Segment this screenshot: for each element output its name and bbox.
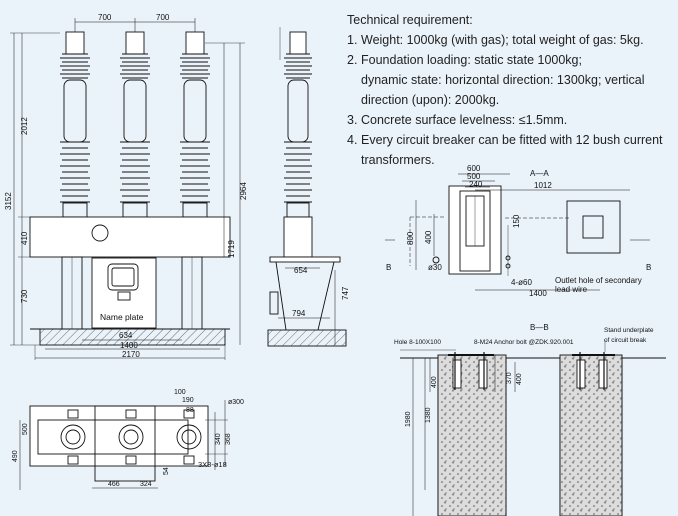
dim-plan-500: 500 xyxy=(22,423,29,435)
dim-plan-324: 324 xyxy=(140,481,152,488)
dim-width-634: 634 xyxy=(119,331,133,340)
dim-height-1719: 1719 xyxy=(227,240,236,258)
dim-plan-466: 466 xyxy=(108,481,120,488)
dim-aa-400: 400 xyxy=(424,230,433,244)
tech-item-2-line-2: dynamic state: horizontal direction: 130… xyxy=(361,73,645,87)
dim-height-right: 2964 xyxy=(239,182,248,200)
side-view xyxy=(267,27,347,347)
dim-side-794: 794 xyxy=(292,309,306,318)
dim-width-2170: 2170 xyxy=(122,350,140,359)
anchor-note: 8-M24 Anchor bolt @ZDK.920.001 xyxy=(474,339,574,346)
dim-plan-368: 368 xyxy=(225,433,232,445)
section-aa-b-left: B xyxy=(386,263,391,272)
dim-height-mid: 410 xyxy=(20,231,29,245)
outlet-note-line2: lead wire xyxy=(555,285,588,294)
dim-front-top-left: 700 xyxy=(98,13,112,22)
dim-front-top-right: 700 xyxy=(156,13,170,22)
plan-view xyxy=(19,400,228,490)
tech-item-2-line-3: direction (upon): 2000kg. xyxy=(361,93,500,107)
dim-plan-88: 88 xyxy=(186,407,194,414)
dim-width-1400: 1400 xyxy=(120,341,138,350)
section-aa-title: A—A xyxy=(530,169,549,178)
stand-note-line1: Stand underplate xyxy=(604,327,654,334)
front-view xyxy=(10,18,245,360)
tech-item-4: 4.Every circuit breaker can be fitted wi… xyxy=(347,133,663,147)
dim-bb-1980: 1980 xyxy=(405,411,412,427)
section-aa-b-right: B xyxy=(646,263,651,272)
dim-aa-150: 150 xyxy=(512,214,521,228)
dim-plan-300: ø300 xyxy=(228,399,244,406)
dim-height-upper: 2012 xyxy=(20,117,29,135)
dim-height-lower: 730 xyxy=(20,289,29,303)
outlet-note-line1: Outlet hole of secondary xyxy=(555,276,642,285)
dim-bb-1380: 1380 xyxy=(425,407,432,423)
stand-note-line2: of circuit break xyxy=(604,337,647,344)
dim-plan-holes: 3X8-ø18 xyxy=(198,460,227,469)
tech-item-4-line-2: transformers. xyxy=(361,153,435,167)
dim-aa-800: 800 xyxy=(406,231,415,245)
dim-plan-54: 54 xyxy=(163,467,170,475)
dim-height-total: 3152 xyxy=(4,192,13,210)
tech-item-2: 2.Foundation loading: static state 1000k… xyxy=(347,53,582,67)
dim-plan-490: 490 xyxy=(12,450,19,462)
dim-side-654: 654 xyxy=(294,266,308,275)
section-bb xyxy=(400,340,666,516)
dim-aa-1400: 1400 xyxy=(529,289,547,298)
dim-aa-60: 4-ø60 xyxy=(511,278,532,287)
hole-note: Hole 8-100X100 xyxy=(394,339,441,346)
dim-bb-400-left: 400 xyxy=(431,376,438,388)
dim-plan-190: 190 xyxy=(182,397,194,404)
tech-item-1: 1.Weight: 1000kg (with gas); total weigh… xyxy=(347,33,644,47)
pole-middle xyxy=(120,31,150,218)
dim-aa-1012: 1012 xyxy=(534,181,552,190)
dim-bb-370: 370 xyxy=(506,372,513,384)
dim-aa-600: 600 xyxy=(467,164,481,173)
name-plate-label: Name plate xyxy=(100,312,144,322)
dim-plan-340: 340 xyxy=(215,433,222,445)
technical-heading: Technical requirement: xyxy=(347,13,473,27)
pole-right xyxy=(180,31,210,218)
dim-plan-100: 100 xyxy=(174,389,186,396)
dim-aa-500: 500 xyxy=(467,172,481,181)
technical-requirements: Technical requirement: 1.Weight: 1000kg … xyxy=(347,10,677,170)
pole-left xyxy=(60,31,90,218)
dim-aa-240: 240 xyxy=(469,180,483,189)
tech-item-3: 3.Concrete surface levelness: ≤1.5mm. xyxy=(347,113,568,127)
section-bb-title: B—B xyxy=(530,323,549,332)
dim-bb-400-right: 400 xyxy=(516,373,523,385)
section-aa xyxy=(385,173,650,291)
dim-aa-30: ø30 xyxy=(428,263,442,272)
dim-side-747: 747 xyxy=(341,286,350,300)
technical-list: 1.Weight: 1000kg (with gas); total weigh… xyxy=(347,30,677,170)
